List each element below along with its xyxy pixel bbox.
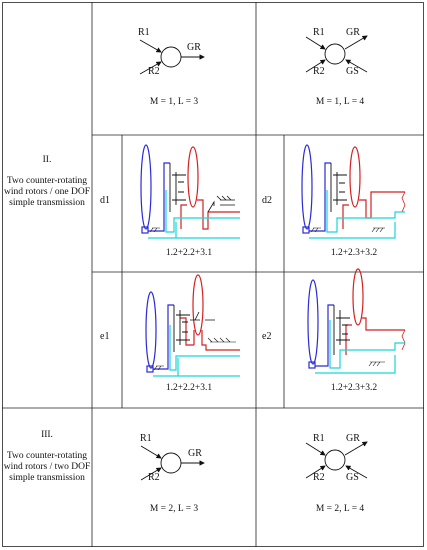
caption-bottom-left: M = 2, L = 3 (149, 504, 199, 514)
caption-bottom-right: M = 2, L = 4 (315, 504, 365, 514)
section-ii-desc-line: wind rotors / one DOF (3, 187, 91, 197)
label-r2: R2 (148, 66, 160, 77)
rotor-2-icon (352, 268, 364, 326)
label-gr: GR (188, 448, 202, 459)
gearbox-node (324, 449, 346, 471)
rotor-1-icon (307, 279, 319, 365)
section-iii-desc-line: wind rotors / two DOF (3, 462, 91, 472)
section-iii-desc-line: simple transmission (9, 473, 85, 483)
r1-arrow (305, 442, 326, 456)
r1-arrow (140, 445, 162, 459)
config-label-e1: e1 (100, 331, 110, 342)
label-gr: GR (187, 42, 201, 53)
gr-arrow (344, 35, 368, 50)
caption-d1: 1.2+2.2+3.1 (165, 248, 213, 258)
label-r2: R2 (148, 472, 160, 483)
label-gr: GR (346, 27, 360, 38)
section-iii-desc-line: Two counter-rotating (6, 451, 88, 461)
rotor-1-icon (140, 144, 152, 230)
caption-d2: 1.2+2.3+3.2 (330, 248, 378, 258)
r2-arrow (305, 465, 326, 479)
rotor-2-icon (187, 146, 199, 208)
section-iii-roman: III. (41, 430, 53, 440)
r2-arrow (140, 467, 162, 481)
section-ii-label: II. Two counter-rotating wind rotors / o… (2, 155, 92, 209)
caption-e1: 1.2+2.2+3.1 (165, 383, 213, 393)
r1-arrow (139, 39, 162, 53)
rotor-2-icon (192, 274, 204, 336)
label-gs: GS (346, 66, 359, 77)
caption-top-left: M = 1, L = 3 (149, 97, 199, 107)
section-iii-label: III. Two counter-rotating wind rotors / … (2, 430, 92, 484)
gearbox-node (324, 43, 346, 65)
config-label-d2: d2 (262, 195, 272, 206)
label-r2: R2 (313, 472, 325, 483)
caption-e2: 1.2+2.3+3.2 (330, 383, 378, 393)
label-r1: R1 (313, 27, 325, 38)
label-r2: R2 (313, 66, 325, 77)
config-label-e2: e2 (262, 331, 272, 342)
label-r1: R1 (140, 433, 152, 444)
section-ii-desc-line: simple transmission (9, 198, 85, 208)
rotor-1-icon (301, 144, 313, 230)
label-r1: R1 (138, 27, 150, 38)
gr-arrow (344, 441, 368, 456)
r2-arrow (305, 59, 326, 73)
section-ii-roman: II. (42, 155, 52, 165)
gs-arrow (345, 465, 368, 479)
rotor-2-icon (349, 146, 361, 208)
gs-arrow (345, 59, 368, 73)
label-gs: GS (346, 472, 359, 483)
r2-arrow (139, 61, 162, 75)
section-ii-desc-line: Two counter-rotating (6, 176, 88, 186)
caption-top-right: M = 1, L = 4 (315, 97, 365, 107)
config-label-d1: d1 (100, 195, 110, 206)
rotor-1-icon (145, 291, 157, 369)
r1-arrow (305, 36, 326, 50)
label-gr: GR (346, 433, 360, 444)
label-r1: R1 (313, 433, 325, 444)
